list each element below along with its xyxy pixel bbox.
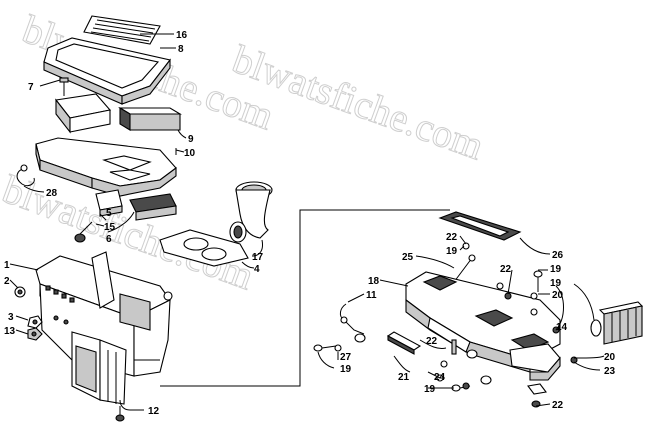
part-14-ring[interactable]	[590, 319, 602, 337]
callout-1[interactable]: 1	[4, 260, 10, 271]
part-9-filter[interactable]	[118, 107, 182, 131]
part-6-pad[interactable]	[129, 193, 177, 221]
callout-16[interactable]: 16	[176, 30, 188, 41]
callout-25[interactable]: 25	[402, 252, 414, 263]
callout-15[interactable]: 15	[104, 222, 116, 233]
callout-19-mid[interactable]: 20	[552, 290, 564, 301]
part-25-rod[interactable]	[453, 254, 476, 283]
part-11-wire[interactable]	[339, 303, 365, 335]
callout-12[interactable]: 12	[148, 406, 160, 417]
callout-labels: 16 8 7 9 10 28 5 15 6 17 4 1 2 3 13 12 2…	[4, 30, 616, 417]
part-26-flange[interactable]	[438, 211, 522, 241]
callout-22-right[interactable]: 14	[556, 322, 568, 333]
callout-5[interactable]: 5	[106, 208, 112, 219]
part-7-screw[interactable]	[59, 77, 69, 96]
connector-dashed	[134, 209, 450, 387]
callout-14[interactable]: 19	[550, 278, 562, 289]
callout-28[interactable]: 28	[46, 188, 58, 199]
part-20-bolt-upper[interactable]	[533, 270, 543, 292]
callout-7[interactable]: 7	[28, 82, 34, 93]
part-13-nut[interactable]	[27, 327, 43, 341]
callout-27[interactable]: 22	[426, 336, 438, 347]
leader-lines	[9, 33, 605, 411]
part-23-filter[interactable]	[598, 301, 644, 345]
part-18-duct[interactable]	[405, 271, 561, 381]
part-4-gasket[interactable]	[159, 229, 249, 267]
callout-20-bottom[interactable]: 19	[424, 384, 436, 395]
callout-20-top[interactable]: 19	[550, 264, 562, 275]
callout-24[interactable]: 21	[398, 372, 410, 383]
callout-22-top[interactable]: 22	[446, 232, 458, 243]
callout-18[interactable]: 18	[368, 276, 380, 287]
callout-19-left[interactable]: 27	[340, 352, 352, 363]
callout-11[interactable]: 11	[366, 290, 377, 301]
part-21-bolt[interactable]	[313, 344, 337, 352]
callout-10[interactable]: 10	[184, 148, 196, 159]
callout-17[interactable]: 17	[252, 252, 264, 263]
callout-21[interactable]: 19	[340, 364, 352, 375]
part-3-nut[interactable]	[27, 315, 43, 329]
callout-22-bottom[interactable]: 22	[552, 400, 564, 411]
part-15-bolt[interactable]	[74, 221, 93, 243]
part-5-bracket[interactable]	[95, 189, 123, 217]
callout-22-mid[interactable]: 22	[500, 264, 512, 275]
callout-26[interactable]: 26	[552, 250, 564, 261]
part-17-elbow[interactable]	[229, 181, 273, 243]
part-8-lid[interactable]	[43, 37, 171, 105]
callout-6[interactable]: 6	[106, 234, 112, 245]
part-28-clamp[interactable]	[16, 164, 35, 187]
part-24-bracket[interactable]	[386, 331, 422, 355]
part-1-airbox[interactable]	[35, 251, 173, 405]
part-16-grille[interactable]	[83, 15, 161, 45]
part-2-fastener[interactable]	[14, 286, 26, 298]
callout-13[interactable]: 13	[4, 326, 16, 337]
callout-19-bottom[interactable]: 24	[434, 372, 446, 383]
callout-19-top[interactable]: 19	[446, 246, 458, 257]
part-12-screw[interactable]	[115, 406, 125, 422]
callout-9[interactable]: 9	[188, 134, 194, 145]
callout-22-lower[interactable]: 23	[604, 366, 616, 377]
part-10-tray[interactable]	[35, 137, 177, 197]
callout-8[interactable]: 8	[178, 44, 184, 55]
callout-23[interactable]: 20	[604, 352, 616, 363]
callout-4[interactable]: 4	[254, 264, 260, 275]
part-module-box[interactable]	[54, 93, 112, 134]
callout-3[interactable]: 3	[8, 312, 14, 323]
callout-2[interactable]: 2	[4, 276, 10, 287]
part-27-pin[interactable]	[451, 339, 457, 355]
